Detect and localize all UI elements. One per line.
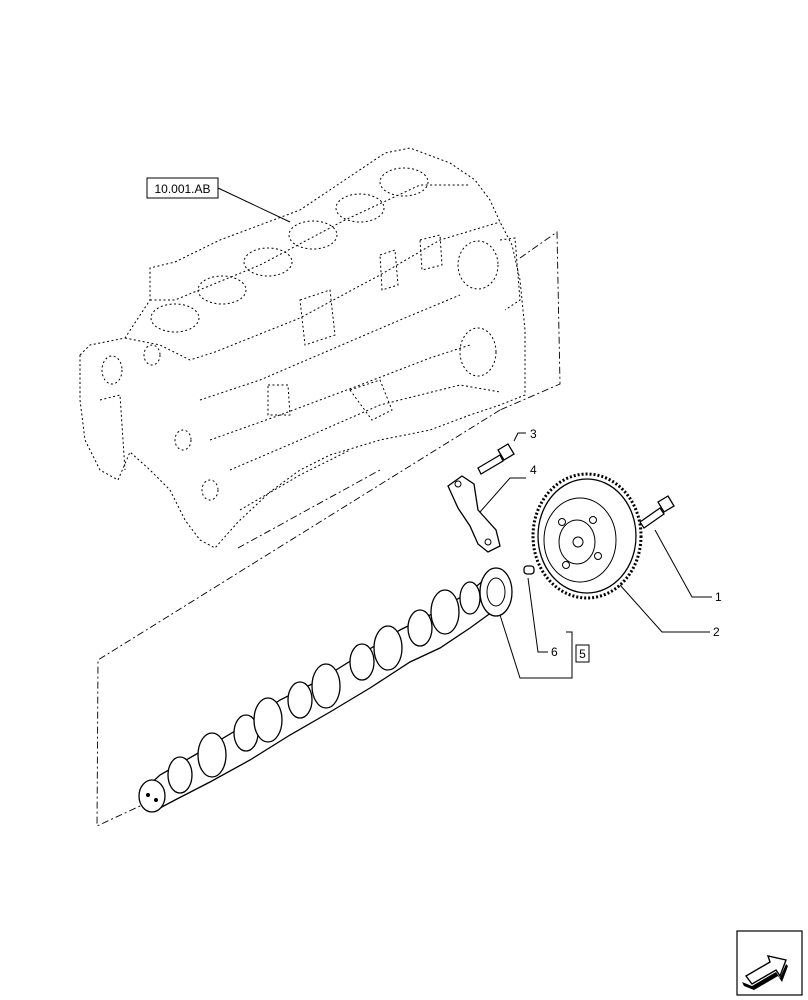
dowel-pin — [523, 565, 535, 575]
callout-5-box: 5 — [575, 644, 590, 663]
reference-label-text: 10.001.AB — [154, 182, 210, 196]
thrust-plate-bracket — [447, 475, 501, 553]
callout-3: 3 — [530, 427, 537, 441]
reference-label-box[interactable]: 10.001.AB — [146, 177, 219, 199]
screw-1 — [639, 495, 675, 529]
callout-6: 6 — [551, 645, 558, 659]
camshaft — [138, 567, 513, 813]
reference-leader-line — [217, 187, 291, 223]
callout-4: 4 — [530, 463, 537, 477]
callout-1: 1 — [715, 590, 722, 604]
engine-block — [79, 147, 526, 549]
next-page-arrow-icon[interactable] — [736, 930, 803, 996]
leader-lines — [479, 432, 712, 679]
camshaft-gear — [531, 472, 643, 600]
screw-3 — [477, 443, 515, 475]
callout-2: 2 — [713, 625, 720, 639]
callout-5: 5 — [579, 647, 586, 661]
